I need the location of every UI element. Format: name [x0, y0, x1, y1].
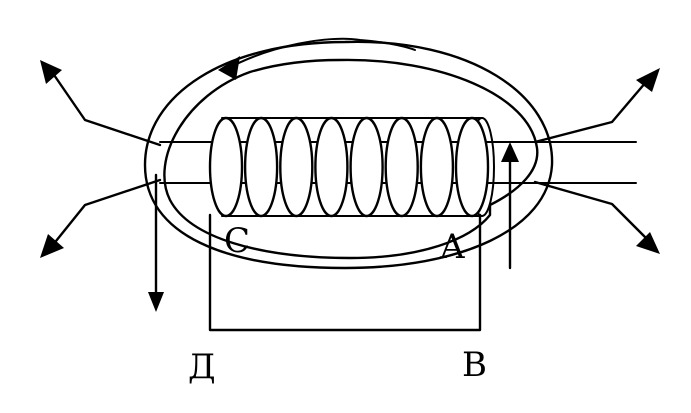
left-down-arrow-icon	[148, 292, 164, 312]
label-c: C	[224, 221, 250, 261]
coil-turn	[419, 116, 455, 218]
right-up-arrow-icon	[501, 142, 519, 162]
coil-turn	[314, 116, 349, 218]
field-line-right-upper	[533, 80, 648, 144]
field-line-right-lower-arrow-icon	[636, 232, 660, 254]
field-line-left-upper	[50, 70, 162, 147]
coil-turn	[279, 116, 314, 218]
top-loop-overlap	[224, 37, 416, 71]
coil-turn	[384, 116, 419, 218]
outer-field-loop	[143, 40, 554, 270]
field-line-right-upper-arrow-icon	[636, 68, 660, 92]
circuit-wire	[208, 213, 482, 332]
field-line-left-upper-arrow-icon	[40, 60, 62, 84]
coil-turn	[454, 116, 490, 218]
label-a: A	[439, 227, 465, 267]
coil-turn	[243, 116, 279, 218]
coil-turn	[349, 116, 384, 218]
coil-turn	[208, 116, 244, 218]
field-line-left-lower-arrow-icon	[40, 234, 64, 258]
inner-field-loop	[163, 58, 539, 260]
label-b: B	[462, 345, 487, 385]
top-loop-arrow-icon	[218, 56, 240, 80]
field-line-right-lower	[533, 180, 648, 240]
label-d: Д	[188, 347, 216, 387]
field-line-left-lower	[50, 178, 162, 248]
coil-turns	[208, 116, 495, 218]
